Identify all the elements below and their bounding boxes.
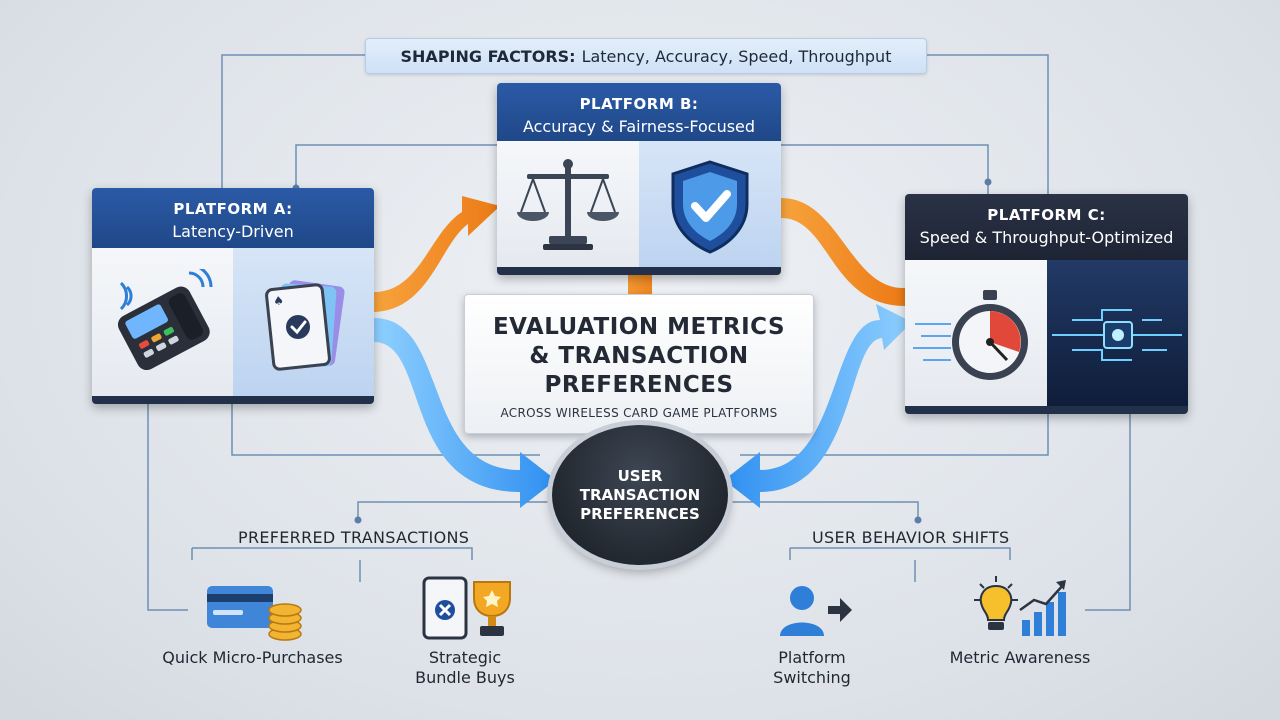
stopwatch-panel xyxy=(905,260,1047,406)
hub-line1: USER xyxy=(617,466,663,485)
platform-c-header: PLATFORM C: Speed & Throughput-Optimized xyxy=(905,194,1188,260)
switching-line2: Switching xyxy=(773,668,851,687)
user-preferences-hub: USER TRANSACTION PREFERENCES xyxy=(552,425,728,565)
scale-panel xyxy=(497,141,639,267)
platform-a-header: PLATFORM A: Latency-Driven xyxy=(92,188,374,248)
user-behavior-shifts-heading: USER BEHAVIOR SHIFTS xyxy=(812,528,1010,547)
svg-text:♠: ♠ xyxy=(272,293,284,308)
payment-terminal-icon xyxy=(117,269,212,371)
strategic-bundle-buys-label: Strategic Bundle Buys xyxy=(395,648,535,688)
platform-b-subtitle: Accuracy & Fairness-Focused xyxy=(522,117,756,136)
card-coins-icon xyxy=(205,582,305,646)
shield-panel xyxy=(639,141,781,267)
banner-label-bold: SHAPING FACTORS: xyxy=(400,46,576,66)
center-title: EVALUATION METRICS & TRANSACTION PREFERE… xyxy=(465,313,813,400)
terminal-panel xyxy=(92,248,233,396)
lightbulb-growth-icon xyxy=(972,574,1072,644)
connector-lines xyxy=(147,54,1131,611)
shield-check-icon xyxy=(671,160,749,254)
blue-arrow-a-to-hub xyxy=(374,318,556,508)
user-switch-icon xyxy=(778,580,858,644)
cards-panel: ♠ xyxy=(233,248,374,396)
shaping-factors-banner: SHAPING FACTORS: Latency, Accuracy, Spee… xyxy=(365,38,927,74)
quick-micro-purchases-label: Quick Micro-Purchases xyxy=(162,648,343,667)
platform-a-card: PLATFORM A: Latency-Driven xyxy=(92,188,374,404)
center-title-line3: PREFERENCES xyxy=(544,372,734,398)
platform-a-subtitle: Latency-Driven xyxy=(172,222,294,241)
platform-a-title: PLATFORM A: xyxy=(173,200,293,218)
circuit-panel xyxy=(1046,260,1188,406)
switching-line1: Platform xyxy=(778,648,846,667)
blue-arrow-hub-to-c xyxy=(724,304,912,508)
metric-awareness-label: Metric Awareness xyxy=(949,648,1091,667)
preferred-transactions-heading: PREFERRED TRANSACTIONS xyxy=(238,528,470,547)
platform-c-card: PLATFORM C: Speed & Throughput-Optimized xyxy=(905,194,1188,414)
balance-scale-icon xyxy=(517,159,619,250)
platform-c-subtitle: Speed & Throughput-Optimized xyxy=(919,228,1174,247)
center-title-line2: & TRANSACTION xyxy=(529,343,749,369)
platform-c-title: PLATFORM C: xyxy=(987,206,1106,224)
hub-line3: PREFERENCES xyxy=(580,504,700,523)
hub-line2: TRANSACTION xyxy=(579,485,701,504)
strategic-line1: Strategic xyxy=(428,648,502,667)
circuit-icon xyxy=(1052,309,1183,361)
orange-arrow-b-to-c xyxy=(781,198,905,306)
platform-b-card: PLATFORM B: Accuracy & Fairness-Focused xyxy=(497,83,781,275)
platform-switching-label: Platform Switching xyxy=(750,648,874,688)
banner-label-rest: Latency, Accuracy, Speed, Throughput xyxy=(581,46,892,66)
orange-arrow-a-to-b xyxy=(374,196,500,312)
platform-b-header: PLATFORM B: Accuracy & Fairness-Focused xyxy=(497,83,781,141)
stopwatch-icon xyxy=(912,290,1028,380)
playing-cards-icon: ♠ xyxy=(264,280,345,371)
card-trophy-icon xyxy=(420,576,520,644)
strategic-line2: Bundle Buys xyxy=(415,668,515,687)
center-subtitle: ACROSS WIRELESS CARD GAME PLATFORMS xyxy=(500,406,778,420)
platform-b-title: PLATFORM B: xyxy=(579,95,699,113)
center-title-line1: EVALUATION METRICS xyxy=(492,314,786,340)
evaluation-metrics-box: EVALUATION METRICS & TRANSACTION PREFERE… xyxy=(464,294,814,434)
